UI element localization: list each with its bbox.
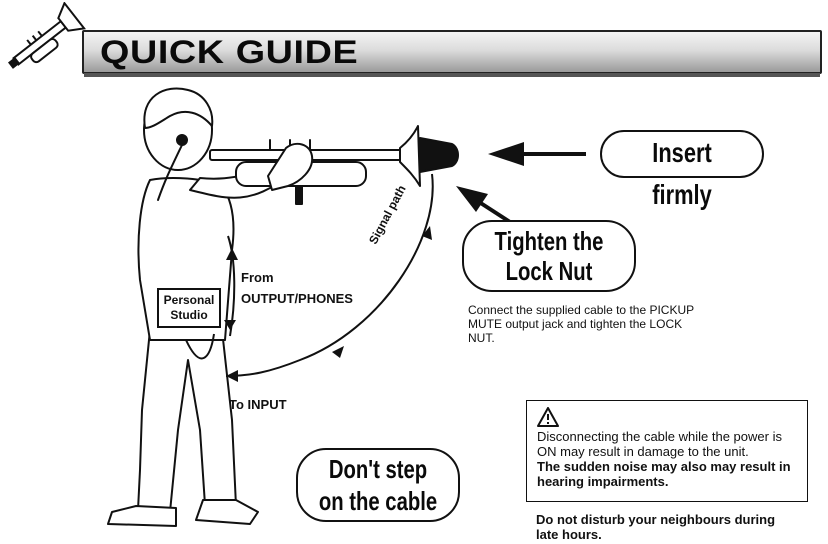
connect-instructions: Connect the supplied cable to the PICKUP… [468,303,694,345]
dont-step-callout: Don't step on the cable [296,448,460,522]
insert-firmly-text: Insert firmly [652,137,712,210]
from-label: From [241,270,274,285]
neighbours-note: Do not disturb your neighbours during la… [536,512,776,542]
header-bar [82,30,822,77]
person-hair [143,87,214,129]
trumpet-logo-icon [7,2,86,69]
tighten-line1: Tighten the [494,226,604,256]
arrow-insert-icon [488,142,586,166]
dont-step-line2: on the cable [318,486,438,516]
to-input-label: To INPUT [229,397,287,412]
warning-text: Disconnecting the cable while the power … [537,429,782,459]
warning-triangle-icon [537,407,559,427]
tighten-line2: Lock Nut [505,256,593,286]
insert-firmly-callout: Insert firmly [600,130,764,210]
cable-signal [225,173,434,377]
device-line2: Studio [170,308,208,322]
arrow-tighten-icon [456,186,512,224]
dont-step-line1: Don't step [328,454,428,484]
personal-studio-device: Personal Studio [157,288,221,328]
person-shoe-right [195,499,259,525]
person-legs [137,329,237,513]
warning-box: Disconnecting the cable while the power … [526,400,808,502]
cable-headphone [185,333,215,360]
page-title: QUICK GUIDE [100,34,359,70]
headphone-earpiece [176,134,188,146]
person-shoe-left [107,505,177,527]
device-line1: Personal [163,293,215,307]
output-phones-label: OUTPUT/PHONES [241,291,353,306]
warning-bold-text: The sudden noise may also may result in … [537,459,791,489]
tighten-lock-nut-callout: Tighten the Lock Nut [462,220,636,292]
person-hand [267,142,314,191]
